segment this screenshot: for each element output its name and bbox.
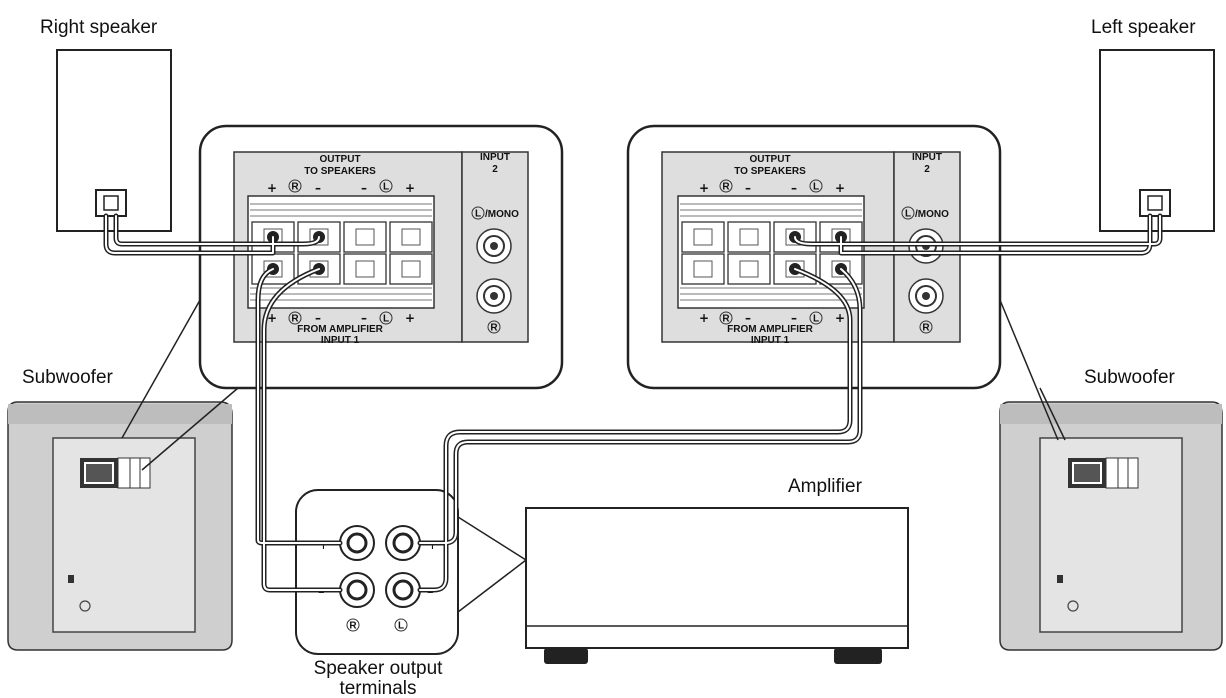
panel-left-top-l: L [383, 182, 389, 193]
terminal-r-label: R [349, 621, 357, 632]
panel-left-to-speakers: TO SPEAKERS [304, 166, 376, 177]
panel-left-top-minus-1: – [315, 181, 321, 195]
amplifier [525, 507, 909, 664]
panel-right-jack-r: R [922, 323, 930, 334]
zoom-panel-right: OUTPUT TO SPEAKERS INPUT 2 L /MONO R + R… [626, 124, 1002, 390]
amplifier-callout-lines [457, 516, 527, 613]
panel-right-top-r: R [722, 182, 730, 193]
panel-left-output: OUTPUT [319, 154, 360, 165]
panel-right-output: OUTPUT [749, 154, 790, 165]
panel-right-jack-l: L [905, 209, 911, 220]
panel-left-jack-r: R [490, 323, 498, 334]
panel-left-bot-minus-1: – [315, 311, 321, 325]
panel-right-input1: INPUT 1 [751, 335, 790, 346]
panel-right-top-plus-2: + [835, 181, 845, 195]
panel-right-input-num: 2 [924, 164, 930, 175]
panel-right-bot-r: R [722, 314, 730, 325]
panel-right-bot-l: L [813, 314, 819, 325]
panel-right-input: INPUT [912, 152, 942, 163]
panel-left-top-plus-1: + [267, 181, 277, 195]
right-speaker-label: Right speaker [40, 17, 158, 38]
panel-right-bot-plus-1: + [699, 311, 709, 325]
terminal-l-label: L [398, 621, 404, 632]
panel-left-top-plus-2: + [405, 181, 415, 195]
panel-left-input-num: 2 [492, 164, 498, 175]
panel-right-top-l: L [813, 182, 819, 193]
panel-left-bot-l: L [383, 314, 389, 325]
panel-right-to-speakers: TO SPEAKERS [734, 166, 806, 177]
subwoofer-left-label: Subwoofer [22, 367, 114, 388]
callout-lines [121, 299, 1066, 471]
panel-left-top-minus-2: – [361, 181, 367, 195]
panel-left-bot-minus-2: – [361, 311, 367, 325]
panel-left-bot-r: R [291, 314, 299, 325]
subwoofer-left [7, 401, 233, 651]
left-speaker-label: Left speaker [1091, 17, 1196, 38]
panel-left-from-amplifier: FROM AMPLIFIER [297, 324, 384, 335]
panel-right-bot-minus-1: – [745, 311, 751, 325]
speaker-output-label-line2: terminals [339, 678, 416, 698]
zoom-panel-left: OUTPUT TO SPEAKERS INPUT 2 L /MONO R + R… [198, 124, 564, 390]
panel-left-bot-plus-2: + [405, 311, 415, 325]
panel-left-mono: /MONO [485, 209, 519, 220]
speaker-output-terminals: + + – – R L [295, 489, 459, 655]
panel-left-input: INPUT [480, 152, 510, 163]
panel-right-mono: /MONO [915, 209, 949, 220]
panel-left-jack-l: L [475, 209, 481, 220]
panel-left-input1: INPUT 1 [321, 335, 360, 346]
panel-left-bot-plus-1: + [267, 311, 277, 325]
panel-right-bot-plus-2: + [835, 311, 845, 325]
panel-left-top-r: R [291, 182, 299, 193]
panel-right-from-amplifier: FROM AMPLIFIER [727, 324, 814, 335]
panel-right-top-minus-1: – [745, 181, 751, 195]
left-speaker [1099, 49, 1215, 232]
amplifier-label: Amplifier [788, 476, 863, 497]
subwoofer-right [999, 401, 1223, 651]
panel-right-top-minus-2: – [791, 181, 797, 195]
panel-right-top-plus-1: + [699, 181, 709, 195]
right-speaker [56, 49, 172, 232]
subwoofer-right-label: Subwoofer [1084, 367, 1176, 388]
speaker-output-label-line1: Speaker output [314, 658, 444, 679]
speaker-cables-highlight [105, 215, 1161, 591]
panel-right-bot-minus-2: – [791, 311, 797, 325]
